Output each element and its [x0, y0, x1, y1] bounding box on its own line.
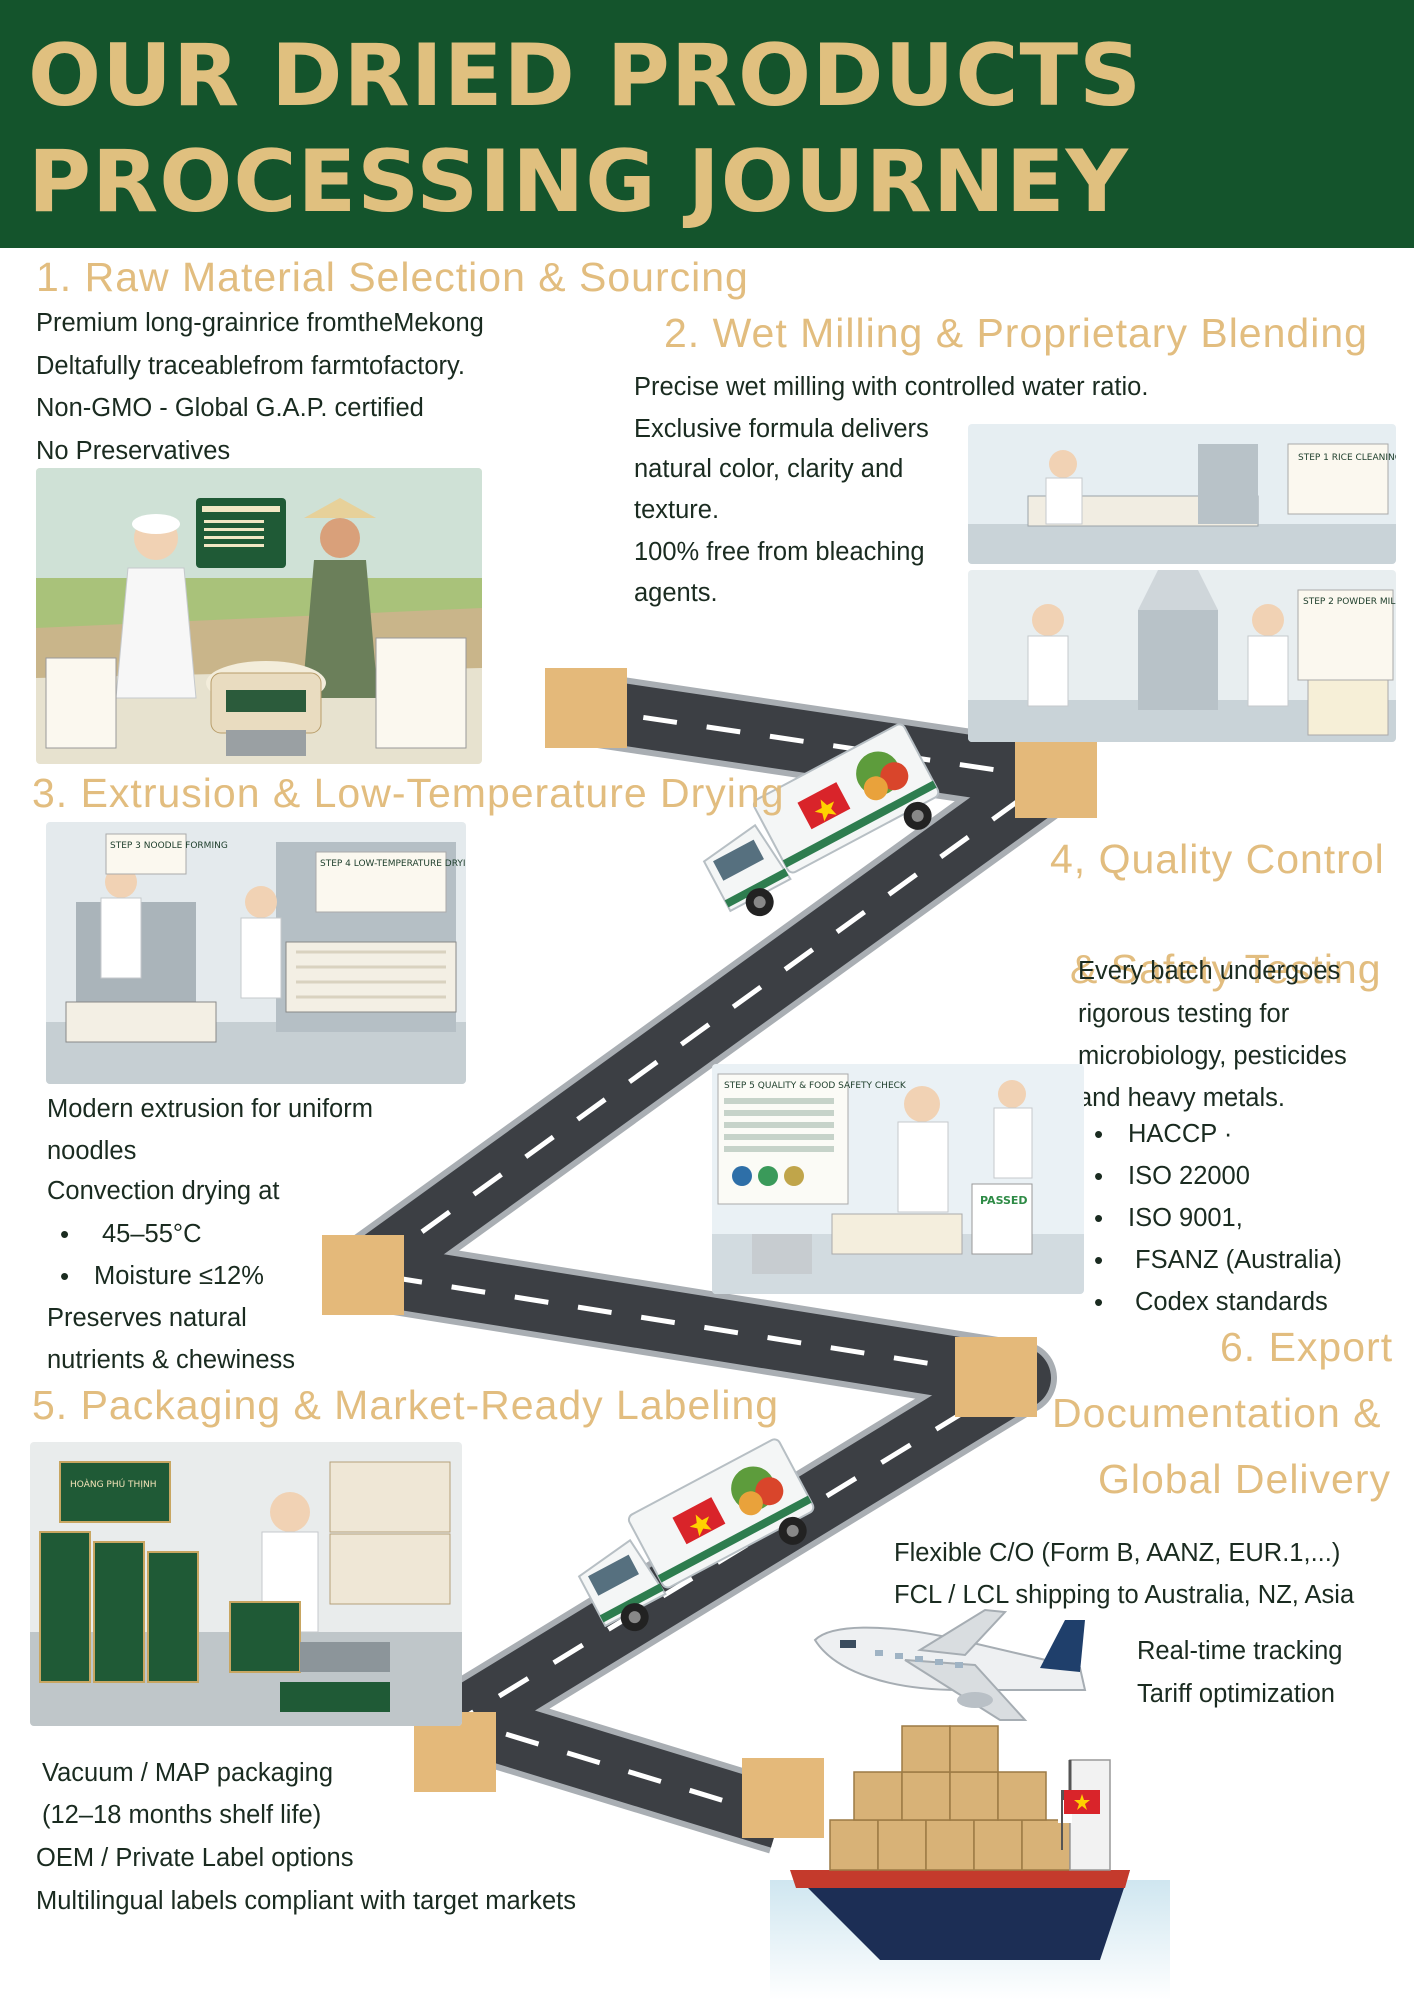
step1-line: No Preservatives: [36, 437, 231, 465]
extrusion-drying-image: STEP 3 NOODLE FORMING STEP 4 LOW-TEMPERA…: [46, 822, 466, 1084]
step4-title-line2: & Safety Testing: [1070, 946, 1382, 992]
step1-title: 1. Raw Material Selection & Sourcing: [36, 254, 749, 300]
step2-line: texture.: [634, 496, 720, 524]
step6-line: Real-time tracking: [1137, 1637, 1343, 1665]
cargo-ship-icon: [770, 1725, 1170, 2000]
bullet-item: ISO 22000: [1090, 1155, 1342, 1197]
milestone-6: [742, 1758, 824, 1838]
raw-material-image: [36, 468, 482, 764]
delivery-truck-icon: [577, 1438, 815, 1632]
quality-check-image: STEP 5 QUALITY & FOOD SAFETY CHECK PASSE…: [712, 1064, 1084, 1294]
bullet-item: 45–55°C: [56, 1213, 264, 1255]
page-title-line2: PROCESSING JOURNEY: [28, 132, 1129, 232]
step1-line: Premium long-grainrice fromtheMekong: [36, 309, 484, 337]
step2-line: Precise wet milling with controlled wate…: [634, 373, 1149, 401]
step3-line: Preserves natural: [47, 1304, 247, 1332]
svg-text:PASSED: PASSED: [980, 1194, 1028, 1207]
step3-line: nutrients & chewiness: [47, 1346, 296, 1374]
milestone-markers: [322, 668, 1097, 1838]
step5-line: Vacuum / MAP packaging: [42, 1759, 334, 1787]
step4-line: and heavy metals.: [1078, 1084, 1285, 1112]
step6-line: Tariff optimization: [1137, 1680, 1335, 1708]
header-banner: OUR DRIED PRODUCTS PROCESSING JOURNEY: [0, 0, 1414, 248]
step3-line: Modern extrusion for uniform: [47, 1095, 373, 1123]
bullet-item: Moisture ≤12%: [56, 1255, 264, 1297]
step2-line: Exclusive formula delivers: [634, 415, 929, 443]
svg-text:STEP 2 POWDER MILLING & FORMUL: STEP 2 POWDER MILLING & FORMULA BLENDING: [1303, 597, 1396, 607]
bullet-item: ISO 9001,: [1090, 1197, 1342, 1239]
step2-line: natural color, clarity and: [634, 455, 904, 483]
bullet-item: HACCP ·: [1090, 1113, 1342, 1155]
step6-title-line2: Documentation &: [1052, 1390, 1382, 1436]
step5-title: 5. Packaging & Market-Ready Labeling: [32, 1382, 780, 1428]
step6-title-line3: Global Delivery: [1098, 1456, 1391, 1502]
svg-text:STEP 4 LOW-TEMPERATURE DRYING: STEP 4 LOW-TEMPERATURE DRYING: [320, 859, 466, 869]
step4-line: rigorous testing for: [1078, 1000, 1290, 1028]
milestone-2: [1015, 738, 1097, 818]
step3-bullets: 45–55°C Moisture ≤12%: [56, 1213, 264, 1297]
bullet-item: FSANZ (Australia): [1090, 1239, 1342, 1281]
step2-line: 100% free from bleaching: [634, 538, 925, 566]
step6-line: FCL / LCL shipping to Australia, NZ, Asi…: [894, 1581, 1355, 1609]
step2-line: agents.: [634, 579, 718, 607]
delivery-truck-icon: [702, 723, 940, 917]
svg-text:HOÀNG PHÚ THỊNH: HOÀNG PHÚ THỊNH: [70, 1478, 156, 1490]
milestone-3: [322, 1235, 404, 1315]
step5-line: (12–18 months shelf life): [42, 1801, 322, 1829]
airplane-icon: [813, 1608, 1087, 1721]
step3-title: 3. Extrusion & Low-Temperature Drying: [32, 770, 785, 816]
step5-line: Multilingual labels compliant with targe…: [36, 1887, 576, 1915]
bullet-item: Codex standards: [1090, 1281, 1342, 1323]
powder-milling-image: STEP 2 POWDER MILLING & FORMULA BLENDING: [968, 570, 1396, 742]
step4-line: Every batch undergoes: [1078, 957, 1341, 985]
step6-line: Flexible C/O (Form B, AANZ, EUR.1,...): [894, 1539, 1341, 1567]
step1-line: Non-GMO - Global G.A.P. certified: [36, 394, 424, 422]
milestone-1: [545, 668, 627, 748]
svg-text:STEP 1 RICE CLEANING: STEP 1 RICE CLEANING: [1298, 453, 1396, 463]
step6-title: 6. Export: [1220, 1324, 1394, 1370]
step4-line: microbiology, pesticides: [1078, 1042, 1347, 1070]
step3-line: Convection drying at: [47, 1177, 280, 1205]
road-path: [328, 671, 1087, 1854]
packaging-image: HOÀNG PHÚ THỊNH: [30, 1442, 462, 1726]
milestone-4: [955, 1337, 1037, 1417]
step1-line: Deltafully traceablefrom farmtofactory.: [36, 352, 465, 380]
step3-line: noodles: [47, 1137, 137, 1165]
step4-title: 4, Quality Control: [1050, 836, 1385, 882]
page-title-line1: OUR DRIED PRODUCTS: [28, 26, 1143, 126]
svg-text:STEP 3 NOODLE FORMING: STEP 3 NOODLE FORMING: [110, 841, 228, 851]
step4-bullets: HACCP · ISO 22000 ISO 9001, FSANZ (Austr…: [1090, 1113, 1342, 1323]
step5-line: OEM / Private Label options: [36, 1844, 354, 1872]
svg-text:STEP 5 QUALITY & FOOD SAFETY C: STEP 5 QUALITY & FOOD SAFETY CHECK: [724, 1081, 907, 1091]
rice-cleaning-image: STEP 1 RICE CLEANING: [968, 424, 1396, 564]
vietnam-flag-icon: [1061, 1790, 1100, 1850]
step2-title: 2. Wet Milling & Proprietary Blending: [664, 310, 1368, 356]
